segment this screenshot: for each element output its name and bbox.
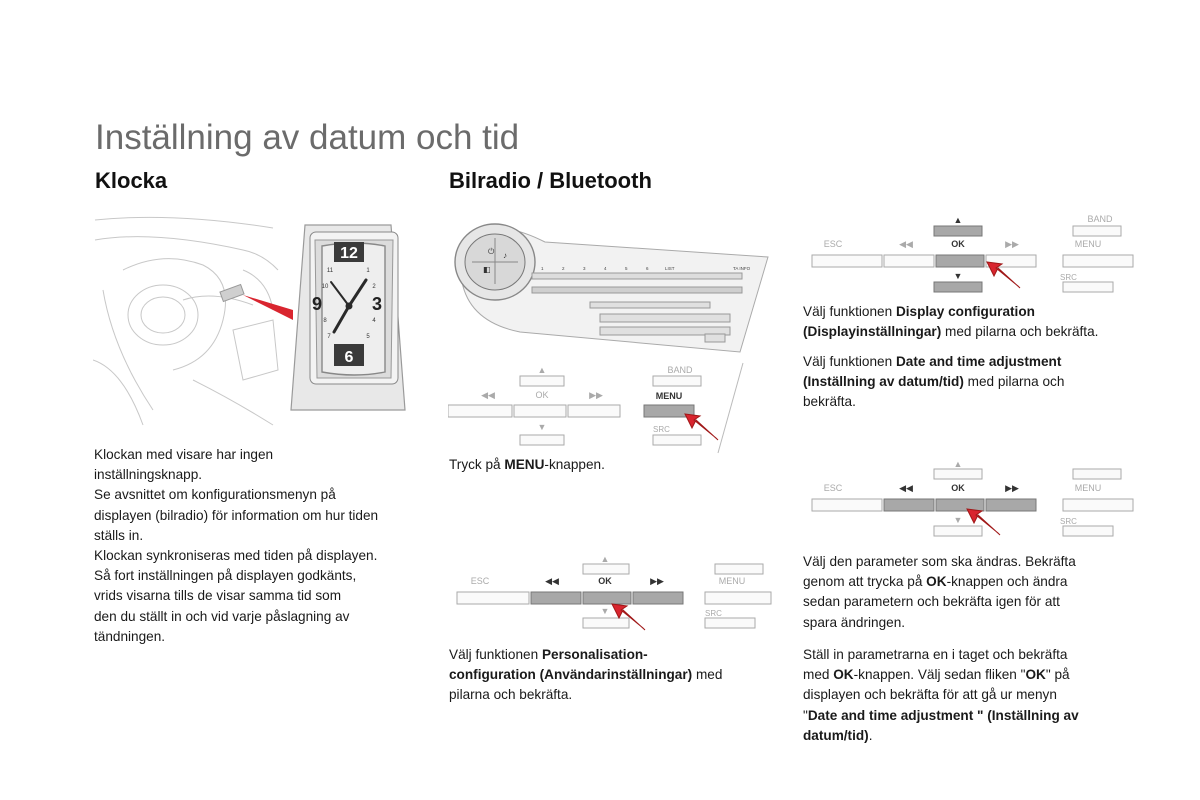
svg-text:▶▶: ▶▶ <box>650 576 664 586</box>
svg-text:LIST: LIST <box>665 266 675 271</box>
clock-heading: Klocka <box>95 168 168 193</box>
svg-text:BAND: BAND <box>1087 214 1113 224</box>
svg-text:OK: OK <box>598 576 612 586</box>
svg-text:MENU: MENU <box>1075 239 1102 249</box>
keypad-ok-personalisation: ▲ ESC ◀◀ OK ▶▶ MENU ▼ SRC <box>456 554 772 631</box>
svg-text:ESC: ESC <box>471 576 490 586</box>
dashboard-sketch <box>93 216 279 426</box>
dial-3: 3 <box>372 294 382 314</box>
svg-text:SRC: SRC <box>653 425 670 434</box>
red-arrow <box>684 413 719 441</box>
clock-dial-numbers: 12 3 6 9 1 2 4 5 7 8 10 11 <box>312 245 382 366</box>
clock-line: displayen (bilradio) för information om … <box>94 507 379 523</box>
svg-text:ESC: ESC <box>824 239 843 249</box>
svg-text:TA INFO: TA INFO <box>733 266 751 271</box>
power-icon: ⏻ <box>488 247 495 256</box>
dial-12: 12 <box>340 245 358 262</box>
red-arrow <box>611 603 646 631</box>
clock-line: Klockan synkroniseras med tiden på displ… <box>94 548 378 564</box>
clock-paragraph: Klockan med visare har ingen inställning… <box>94 445 424 647</box>
mute-icon: ◧ <box>483 265 491 274</box>
svg-text:MENU: MENU <box>1075 483 1102 493</box>
music-icon: ♪ <box>503 251 507 260</box>
dial-11: 11 <box>327 268 334 274</box>
radio-head-unit: ⏻ ♪ ◧ 1 2 3 4 5 6 LIST TA INFO <box>454 223 769 353</box>
red-arrow <box>966 508 1001 536</box>
dial-10: 10 <box>322 284 329 290</box>
clock-housing <box>290 224 406 411</box>
clock-line: den du ställt in och vid varje påslagnin… <box>94 608 350 624</box>
clock-line: Klockan med visare har ingen <box>94 447 274 462</box>
keypad-parameter-change: ▲ ESC ◀◀ OK ▶▶ MENU ▼ SRC <box>811 459 1134 537</box>
band-label: BAND <box>667 365 693 375</box>
step1-text: Tryck på MENU-knappen. <box>449 457 605 472</box>
svg-text:6: 6 <box>646 266 649 271</box>
step4-text: Välj funktionen Date and time adjustment… <box>803 354 1065 410</box>
clock-line: inställningsknapp. <box>94 467 203 483</box>
radio-heading: Bilradio / Bluetooth <box>449 168 652 193</box>
dial-4: 4 <box>372 318 376 324</box>
svg-text:▲: ▲ <box>538 365 547 375</box>
dial-2: 2 <box>372 284 376 290</box>
svg-text:▼: ▼ <box>954 271 963 281</box>
clock-line: Se avsnittet om konfigurationsmenyn på <box>94 487 336 503</box>
svg-text:▲: ▲ <box>954 215 963 225</box>
clock-line: Så fort inställningen på displayen godkä… <box>94 568 357 584</box>
dial-9: 9 <box>312 294 322 314</box>
preset-labels: 1 2 3 4 5 6 LIST TA INFO <box>541 266 751 271</box>
svg-text:▲: ▲ <box>601 554 610 564</box>
svg-text:OK: OK <box>535 390 548 400</box>
svg-text:SRC: SRC <box>1060 273 1077 282</box>
svg-text:◀◀: ◀◀ <box>899 239 913 249</box>
clock-line: vrids visarna tills de visar samma tid s… <box>94 588 342 604</box>
svg-text:OK: OK <box>951 483 965 493</box>
dial-1: 1 <box>366 268 370 274</box>
step6-text: Ställ in parametrarna en i taget och bek… <box>803 647 1079 743</box>
svg-text:▶▶: ▶▶ <box>589 390 603 400</box>
menu-label: MENU <box>656 391 683 401</box>
svg-text:5: 5 <box>625 266 628 271</box>
svg-text:4: 4 <box>604 266 607 271</box>
svg-text:▶▶: ▶▶ <box>1005 239 1019 249</box>
keypad-display-config: ▲ BAND ESC ◀◀ OK ▶▶ MENU ▼ SRC <box>811 214 1134 293</box>
step3-text: Välj funktionen Display configuration (D… <box>803 304 1099 340</box>
dial-8: 8 <box>323 318 327 324</box>
svg-text:▶▶: ▶▶ <box>1005 483 1019 493</box>
svg-text:3: 3 <box>583 266 586 271</box>
keypad-menu: ▲ BAND ◀◀ OK ▶▶ MENU ▼ SRC <box>448 362 744 454</box>
page-title: Inställning av datum och tid <box>95 118 520 157</box>
clock-line: tändningen. <box>94 628 166 644</box>
svg-text:2: 2 <box>562 266 565 271</box>
clock-illustration: 12 3 6 9 1 2 4 5 7 8 10 11 <box>93 216 406 426</box>
step2-text: Välj funktionen Personalisation- configu… <box>449 647 723 703</box>
svg-text:▲: ▲ <box>954 459 963 469</box>
clock-line: ställs in. <box>94 527 144 543</box>
dial-6: 6 <box>345 349 354 366</box>
svg-text:▼: ▼ <box>954 515 963 525</box>
pointer-arrow <box>243 295 293 320</box>
svg-text:▼: ▼ <box>538 422 547 432</box>
step5-text: Välj den parameter som ska ändras. Bekrä… <box>803 554 1076 630</box>
red-arrow <box>986 261 1021 289</box>
dial-7: 7 <box>327 334 331 340</box>
svg-text:OK: OK <box>951 239 965 249</box>
svg-text:◀◀: ◀◀ <box>899 483 913 493</box>
svg-text:SRC: SRC <box>705 609 722 618</box>
svg-text:◀◀: ◀◀ <box>481 390 495 400</box>
svg-text:SRC: SRC <box>1060 517 1077 526</box>
dial-5: 5 <box>366 334 370 340</box>
svg-text:MENU: MENU <box>719 576 746 586</box>
svg-text:ESC: ESC <box>824 483 843 493</box>
svg-text:1: 1 <box>541 266 544 271</box>
svg-text:◀◀: ◀◀ <box>545 576 559 586</box>
clock-hands <box>330 278 368 334</box>
svg-text:▼: ▼ <box>601 606 610 616</box>
